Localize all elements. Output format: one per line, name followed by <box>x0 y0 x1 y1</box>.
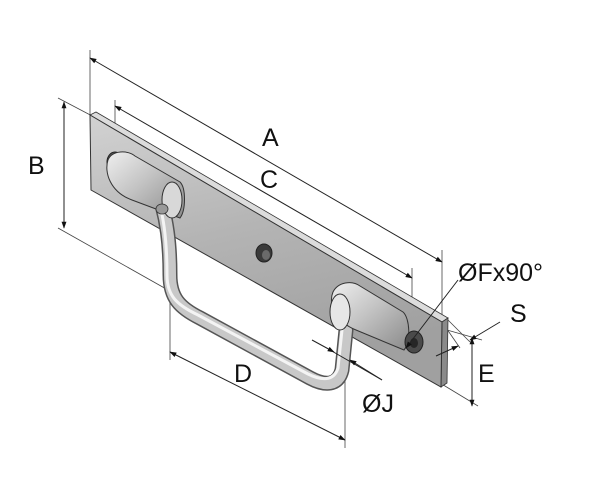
leader-j-c <box>311 339 335 353</box>
left-knuckle-rod-entry <box>155 203 169 215</box>
label-d: D <box>234 360 252 388</box>
leader-f <box>405 279 459 349</box>
dim-line-d <box>169 351 346 441</box>
hinge-handle-part <box>89 111 449 391</box>
label-e: E <box>478 360 495 388</box>
dim-line-s-left <box>435 345 459 357</box>
dim-line-s-right <box>469 321 501 341</box>
dimension-lines <box>61 57 501 441</box>
dim-line-c <box>114 105 413 279</box>
label-s: S <box>510 300 527 328</box>
ext-s-right <box>447 319 471 343</box>
label-j: ØJ <box>362 390 394 418</box>
label-b: B <box>28 152 45 180</box>
right-hole-inner <box>410 338 418 348</box>
dimension-labels: A C B D E S ØFx90° ØJ <box>28 124 543 418</box>
label-a: A <box>262 124 279 152</box>
label-c: C <box>260 166 278 194</box>
leader-j-b <box>349 359 383 381</box>
ext-b-bottom <box>57 227 169 291</box>
center-hole-inner <box>262 250 270 260</box>
label-f: ØFx90° <box>458 259 543 287</box>
right-knuckle-end <box>329 293 351 331</box>
